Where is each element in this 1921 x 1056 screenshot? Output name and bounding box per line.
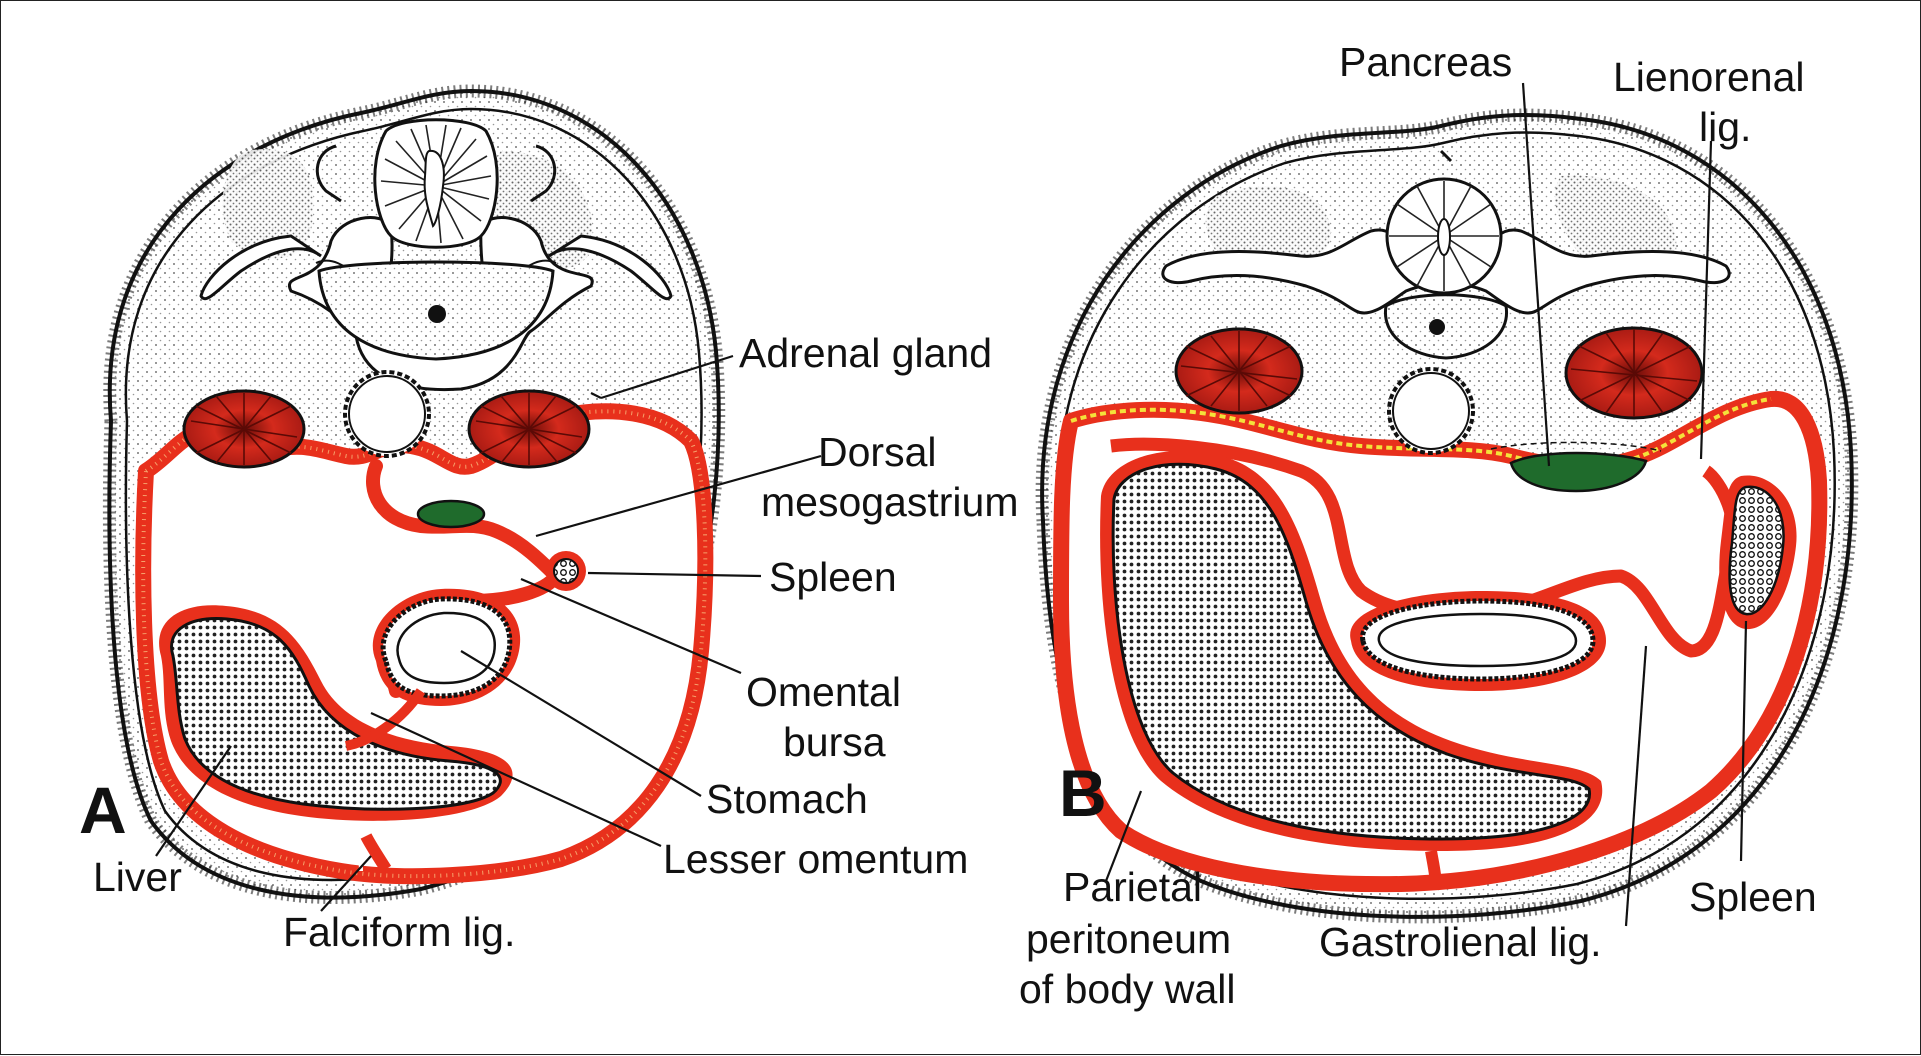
spleen-a — [546, 551, 586, 591]
label-omental-line1: Omental — [746, 669, 901, 715]
label-liver: Liver — [93, 854, 182, 900]
panel-label-b: B — [1059, 756, 1107, 830]
label-pancreas: Pancreas — [1339, 39, 1512, 85]
spinal-cord-icon — [1387, 179, 1501, 293]
label-gastrolienal: Gastrolienal lig. — [1319, 919, 1602, 965]
panel-b: B Pancreas Lienorenal lig. Parietal peri… — [1019, 39, 1852, 1012]
kidney-icon — [1176, 329, 1302, 413]
panel-label-a: A — [79, 773, 127, 847]
label-adrenal-gland: Adrenal gland — [739, 330, 992, 376]
aorta-icon — [345, 372, 429, 456]
label-parietal-line1: Parietal — [1063, 864, 1202, 910]
label-lesser-omentum: Lesser omentum — [663, 836, 968, 882]
spinal-cord-icon — [375, 120, 497, 248]
kidney-icon — [184, 391, 304, 467]
kidney-icon — [1566, 328, 1702, 418]
label-dorsal-line2: mesogastrium — [761, 479, 1018, 525]
kidney-icon — [469, 391, 589, 467]
label-omental-line2: bursa — [783, 719, 886, 765]
aorta-icon — [1389, 369, 1473, 453]
label-stomach: Stomach — [706, 776, 868, 822]
label-spleen-b: Spleen — [1689, 874, 1817, 920]
panel-a: A Adrenal gland Dorsal mesogastrium Sple… — [79, 91, 1018, 955]
label-lienorenal-line2: lig. — [1699, 104, 1751, 150]
label-falciform: Falciform lig. — [283, 909, 515, 955]
label-dorsal-line1: Dorsal — [818, 429, 936, 475]
stomach-b — [1350, 591, 1606, 691]
label-parietal-line3: of body wall — [1019, 966, 1236, 1012]
label-spleen-a: Spleen — [769, 554, 897, 600]
label-lienorenal-line1: Lienorenal — [1613, 54, 1805, 100]
label-parietal-line2: peritoneum — [1026, 916, 1231, 962]
